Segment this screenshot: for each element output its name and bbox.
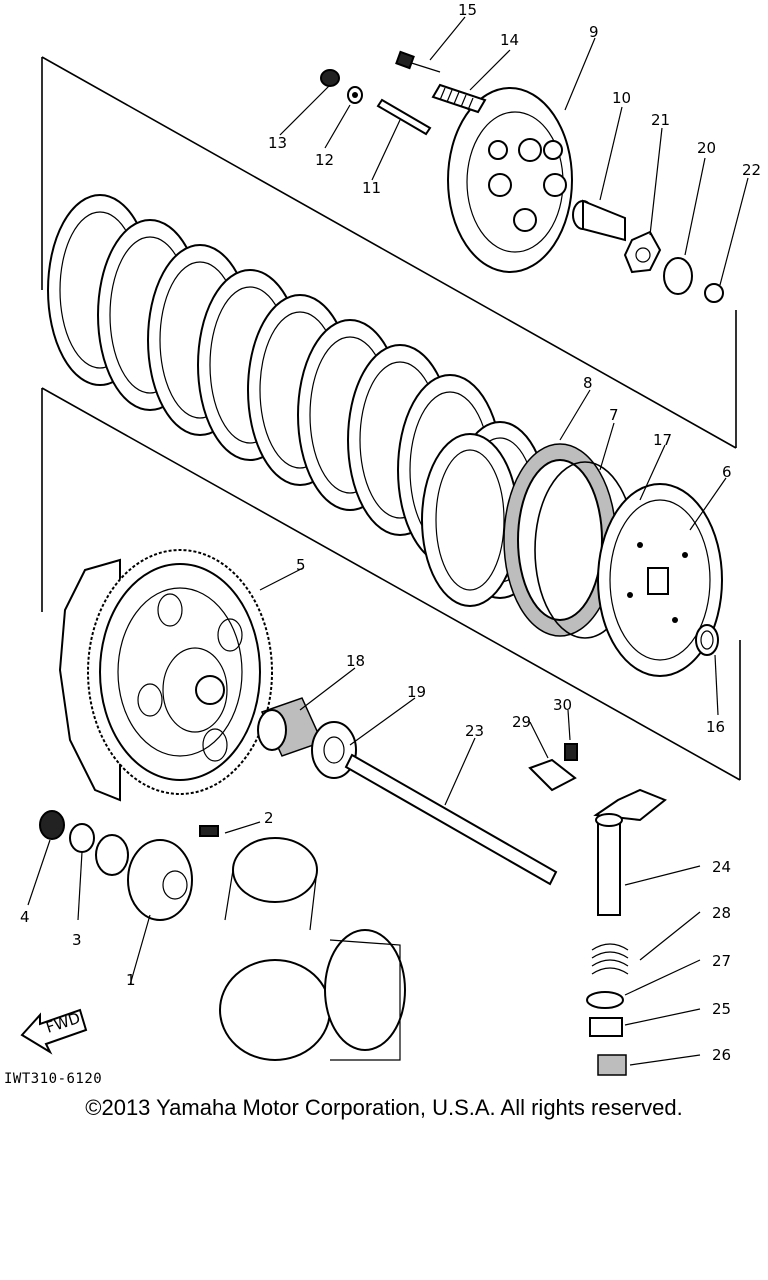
clutch-boss bbox=[597, 483, 723, 677]
callout-3: 3 bbox=[72, 931, 82, 949]
callout-19: 19 bbox=[407, 683, 426, 701]
callout-6: 6 bbox=[722, 463, 732, 481]
callout-18: 18 bbox=[346, 652, 365, 670]
forward-direction-arrow: FWD bbox=[20, 1008, 88, 1055]
callout-17: 17 bbox=[653, 431, 672, 449]
clutch-housing-gear bbox=[58, 549, 273, 802]
callout-27: 27 bbox=[712, 952, 731, 970]
callout-10: 10 bbox=[612, 89, 631, 107]
callout-13: 13 bbox=[268, 134, 287, 152]
drawing-code: IWT310-6120 bbox=[4, 1071, 103, 1087]
pressure-plate bbox=[447, 87, 573, 273]
leader-lines bbox=[27, 16, 749, 1066]
callout-1: 1 bbox=[126, 971, 136, 989]
callout-numbers: 1 2 3 4 5 6 7 8 9 10 11 12 13 14 15 16 1… bbox=[20, 1, 761, 1064]
push-rod-long bbox=[344, 753, 558, 886]
callout-8: 8 bbox=[583, 374, 593, 392]
callout-5: 5 bbox=[296, 556, 306, 574]
callout-22: 22 bbox=[742, 161, 761, 179]
callout-23: 23 bbox=[465, 722, 484, 740]
callout-7: 7 bbox=[609, 406, 619, 424]
spring-and-bolts bbox=[320, 50, 487, 136]
callout-11: 11 bbox=[362, 179, 381, 197]
assembly-outline bbox=[41, 56, 741, 781]
kick-gear-and-washers bbox=[39, 810, 219, 921]
callout-28: 28 bbox=[712, 904, 731, 922]
callout-4: 4 bbox=[20, 908, 30, 926]
callout-29: 29 bbox=[512, 713, 531, 731]
callout-25: 25 bbox=[712, 1000, 731, 1018]
callout-15: 15 bbox=[458, 1, 477, 19]
callout-14: 14 bbox=[500, 31, 519, 49]
friction-and-cushion-plates bbox=[421, 433, 636, 639]
callout-12: 12 bbox=[315, 151, 334, 169]
callout-9: 9 bbox=[589, 23, 599, 41]
callout-30: 30 bbox=[553, 696, 572, 714]
callout-21: 21 bbox=[651, 111, 670, 129]
spacer-and-washer bbox=[257, 697, 357, 779]
callout-24: 24 bbox=[712, 858, 731, 876]
callout-26: 26 bbox=[712, 1046, 731, 1064]
copyright-notice: ©2013 Yamaha Motor Corporation, U.S.A. A… bbox=[85, 1095, 683, 1120]
push-rod-and-nut bbox=[572, 199, 724, 303]
callout-2: 2 bbox=[264, 809, 274, 827]
push-lever-assembly bbox=[528, 743, 667, 1076]
crankshaft-assembly bbox=[219, 837, 406, 1061]
exploded-clutch-diagram: FWD 1 2 3 4 bbox=[20, 1, 761, 1076]
callout-20: 20 bbox=[697, 139, 716, 157]
callout-16: 16 bbox=[706, 718, 725, 736]
